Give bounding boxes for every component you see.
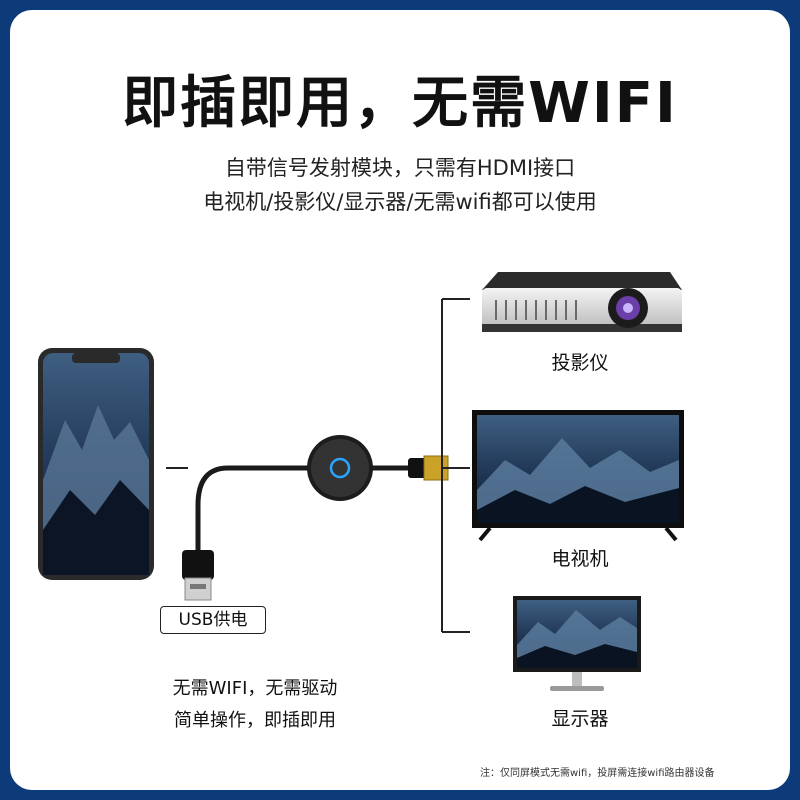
tv-label: 电视机	[551, 548, 609, 570]
wireless-adapter-icon	[307, 435, 373, 501]
projector-label: 投影仪	[551, 352, 609, 374]
monitor-label: 显示器	[551, 708, 609, 730]
subtitle-line-2: 电视机/投影仪/显示器/无需wifi都可以使用	[203, 190, 597, 214]
footnote: 注：仅同屏模式无需wifi，投屏需连接wifi路由器设备	[480, 768, 715, 779]
subtitle-line-1: 自带信号发射模块，只需有HDMI接口	[224, 156, 576, 180]
feature-line-2: 简单操作，即插即用	[174, 710, 336, 731]
branch-connector	[441, 298, 470, 633]
usb-plug-icon	[182, 550, 214, 601]
projector-icon	[482, 272, 682, 332]
smartphone-icon	[38, 348, 154, 580]
monitor-icon	[513, 596, 641, 691]
headline: 即插即用，无需WIFI	[122, 71, 678, 136]
television-icon	[472, 410, 684, 542]
usb-power-tag: USB供电	[160, 606, 266, 634]
feature-line-1: 无需WIFI，无需驱动	[172, 678, 338, 699]
connection-diagram	[38, 272, 684, 691]
product-panel: 即插即用，无需WIFI 自带信号发射模块，只需有HDMI接口 电视机/投影仪/显…	[10, 10, 790, 790]
